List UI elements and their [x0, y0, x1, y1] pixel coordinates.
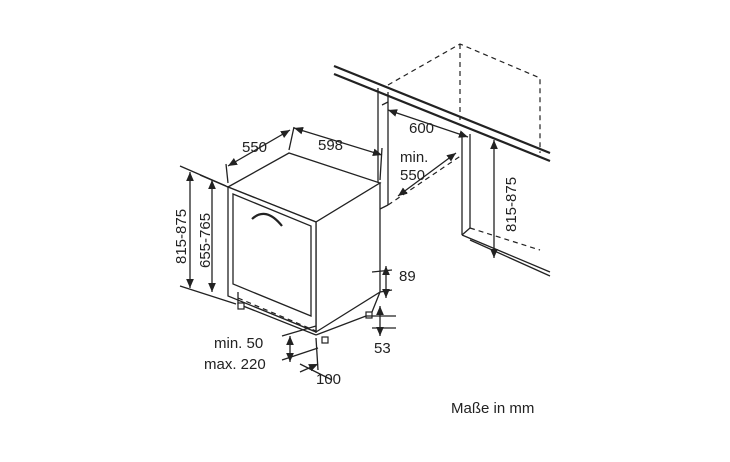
- body-height-dimension: 655-765: [197, 174, 229, 292]
- door-gap-label: 100: [316, 371, 341, 388]
- depth-label: 550: [242, 139, 267, 156]
- plinth-max-label: max. 220: [204, 356, 266, 373]
- niche-width-label: 600: [409, 120, 434, 137]
- units-caption: Maße in mm: [451, 400, 534, 417]
- plinth-dimension: min. 50 max. 220: [204, 325, 319, 373]
- side-89-dimension: 89: [371, 266, 416, 298]
- niche-width-dimension: 600: [381, 101, 469, 138]
- door-gap-dimension: 100: [299, 337, 341, 388]
- body-height-label: 655-765: [197, 213, 214, 268]
- depth-dimension: 550: [225, 126, 295, 184]
- side-89-label: 89: [399, 268, 416, 285]
- niche-depth-value-label: 550: [400, 167, 425, 184]
- niche-depth-dimension: min. 550: [397, 149, 457, 197]
- side-53-label: 53: [374, 340, 391, 357]
- niche-height-label: 815-875: [503, 177, 520, 232]
- side-53-dimension: 53: [366, 306, 396, 357]
- width-label: 598: [318, 137, 343, 154]
- total-height-label: 815-875: [173, 209, 190, 264]
- niche-height-dimension: 815-875: [490, 140, 520, 258]
- plinth-min-label: min. 50: [214, 335, 263, 352]
- dishwasher-body: [226, 152, 382, 344]
- niche-depth-min-label: min.: [400, 149, 428, 166]
- width-dimension: 598: [293, 126, 383, 181]
